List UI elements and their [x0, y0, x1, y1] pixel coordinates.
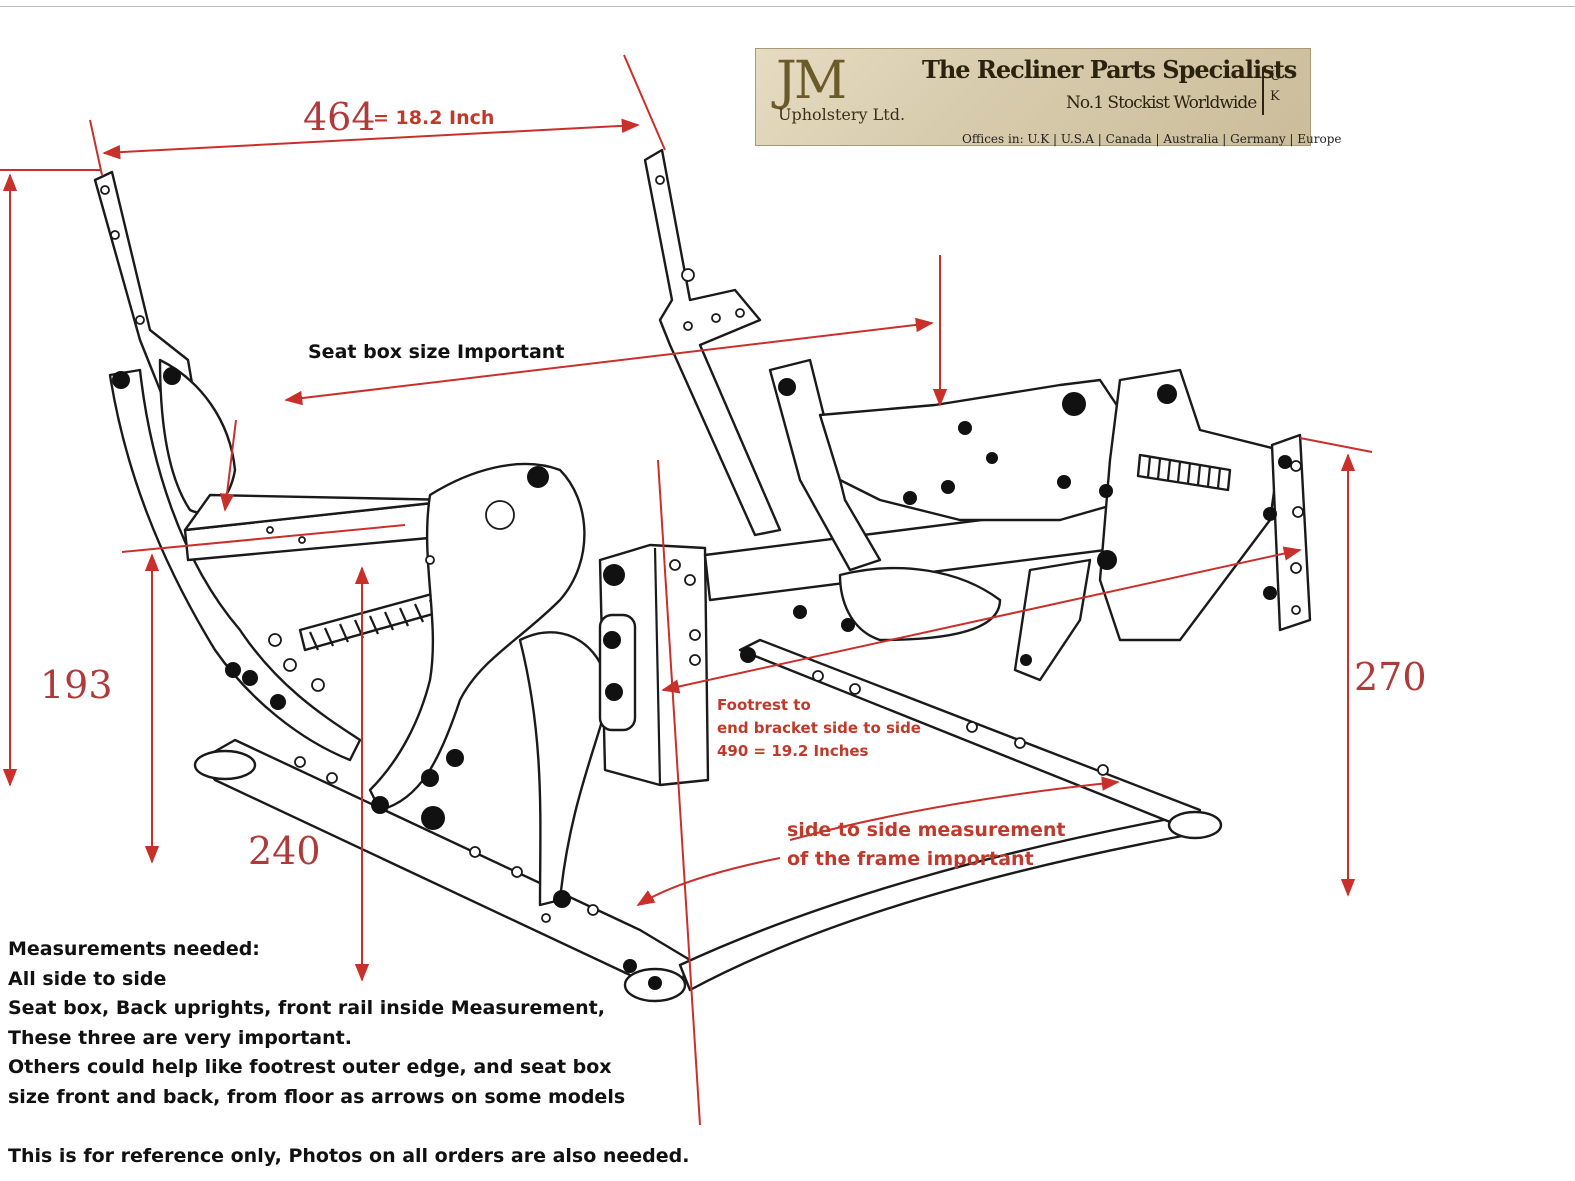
- top-width-value: 464: [303, 95, 376, 139]
- footrest-label-line-3: 490 = 19.2 Inches: [717, 742, 869, 760]
- offices-line: Offices in: U.K | U.S.A | Canada | Austr…: [962, 132, 1342, 146]
- mechanism-line-art: [93, 148, 1312, 1003]
- logo-uk: U K: [1262, 67, 1290, 115]
- instruction-line: All side to side: [8, 967, 167, 990]
- top-width-arrow: [102, 118, 640, 160]
- seat-box-label: Seat box size Important: [308, 341, 564, 363]
- measurement-instructions: Measurements needed: All side to side Se…: [8, 935, 708, 1171]
- instruction-line: This is for reference only, Photos on al…: [8, 1144, 690, 1167]
- logo-brand: JM: [776, 51, 847, 111]
- top-width-note: = 18.2 Inch: [373, 107, 494, 129]
- top-width-extension-right: [623, 54, 666, 151]
- logo-uk-letter: U: [1270, 69, 1281, 84]
- instruction-line: Measurements needed:: [8, 938, 260, 960]
- left-seat-pointer: [219, 419, 237, 512]
- frame-arrow-left: [636, 857, 781, 906]
- instruction-line: size front and back, from floor as arrow…: [8, 1085, 626, 1108]
- left-height-value: 193: [40, 663, 113, 707]
- footrest-extension-line: [657, 459, 701, 1126]
- frame-label-line-2: of the frame important: [787, 848, 1034, 870]
- logo-uk-letter: K: [1270, 89, 1280, 104]
- footrest-width-arrow: [661, 546, 1302, 694]
- instruction-line: Seat box, Back uprights, front rail insi…: [8, 997, 605, 1019]
- top-rule: [0, 6, 1575, 7]
- footrest-label-line-2: end bracket side to side: [717, 719, 921, 737]
- logo-title: The Recliner Parts Specialists: [922, 55, 1297, 84]
- instruction-line: These three are very important.: [8, 1026, 352, 1049]
- dimension-lines: [0, 54, 1373, 1126]
- front-height-extension: [121, 524, 406, 553]
- company-logo: JM Upholstery Ltd. The Recliner Parts Sp…: [755, 48, 1311, 146]
- logo-company: Upholstery Ltd.: [778, 105, 906, 124]
- instruction-line: [8, 1112, 708, 1142]
- front-height-value: 240: [248, 829, 321, 873]
- right-height-value: 270: [1354, 655, 1427, 699]
- frame-arrow-right: [789, 776, 1120, 841]
- seat-box-arrow: [284, 317, 934, 406]
- top-width-extension-left: [89, 119, 103, 176]
- instruction-line: Others could help like footrest outer ed…: [8, 1056, 612, 1078]
- logo-subtitle: No.1 Stockist Worldwide: [1066, 93, 1257, 113]
- frame-label-line-1: side to side measurement: [787, 819, 1066, 841]
- right-height-extension: [1299, 437, 1373, 453]
- footrest-label-line-1: Footrest to: [717, 696, 811, 714]
